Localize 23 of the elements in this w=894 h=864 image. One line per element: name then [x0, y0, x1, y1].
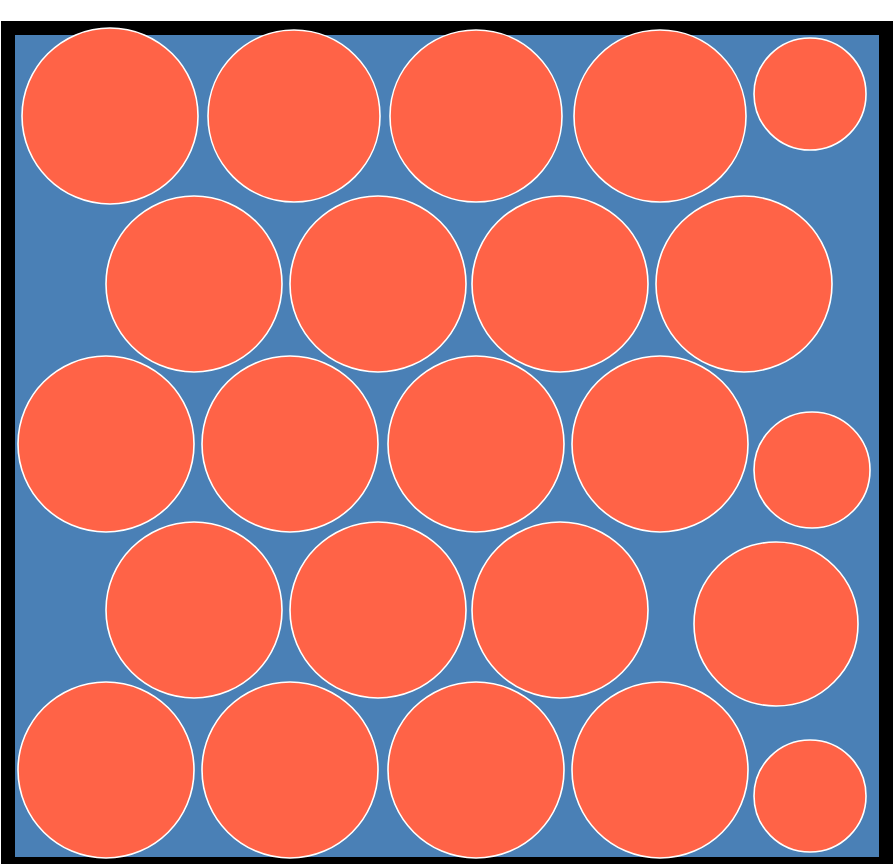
circle — [289, 521, 467, 699]
circle — [471, 195, 649, 373]
circle — [753, 739, 867, 853]
circle — [387, 681, 565, 859]
circle — [21, 27, 199, 205]
circle — [387, 355, 565, 533]
circle — [105, 521, 283, 699]
circle — [655, 195, 833, 373]
circle — [201, 355, 379, 533]
circle — [571, 355, 749, 533]
circle — [201, 681, 379, 859]
circle — [571, 681, 749, 859]
circle — [753, 37, 867, 151]
circle — [753, 411, 871, 529]
circle — [693, 541, 859, 707]
circle — [471, 521, 649, 699]
circle — [389, 29, 563, 203]
circle — [289, 195, 467, 373]
circle — [17, 355, 195, 533]
circle — [17, 681, 195, 859]
circle — [207, 29, 381, 203]
circle — [573, 29, 747, 203]
circle — [105, 195, 283, 373]
